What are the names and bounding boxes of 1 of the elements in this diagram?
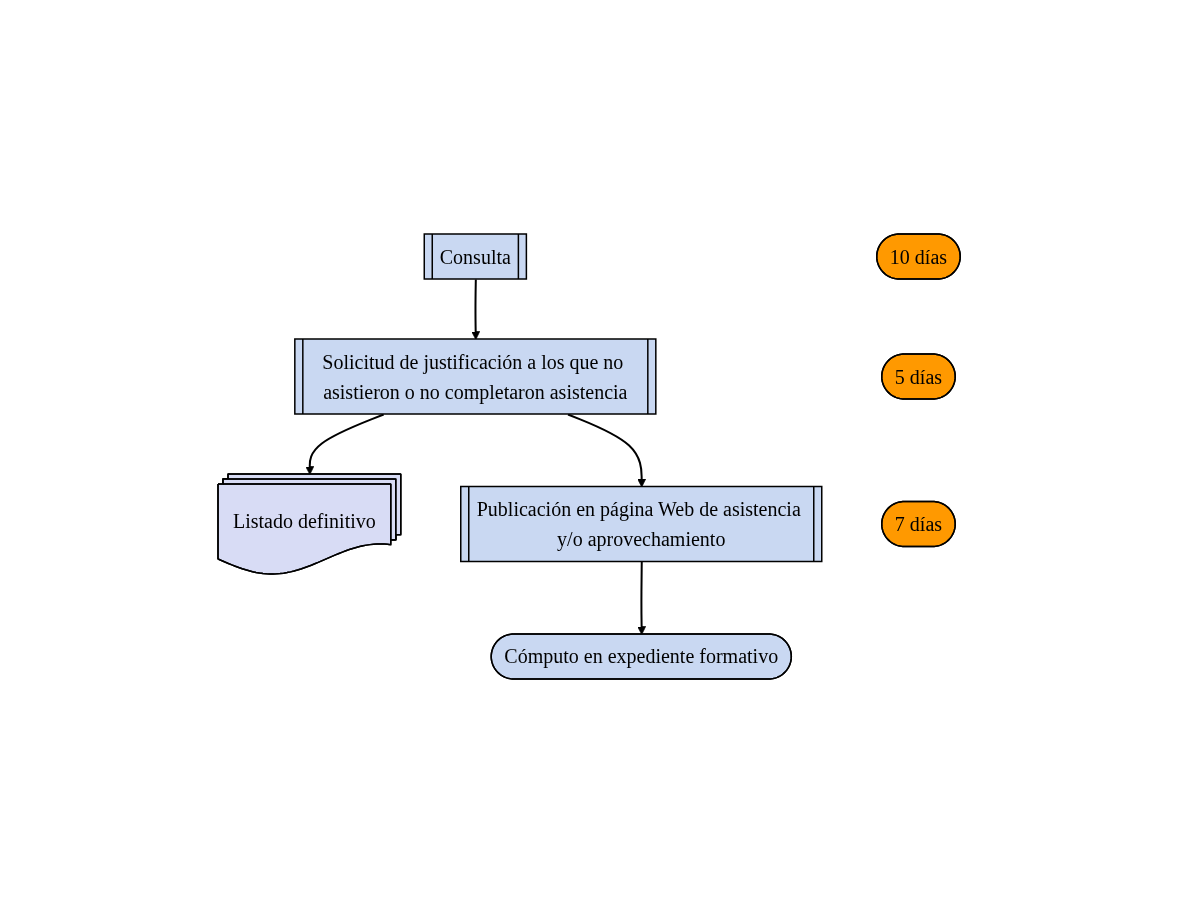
- arrow: [637, 561, 646, 635]
